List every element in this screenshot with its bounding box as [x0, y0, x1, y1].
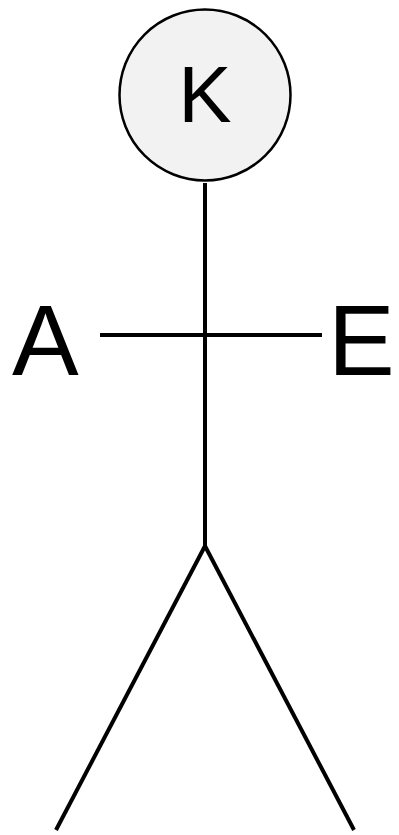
right-leg [205, 546, 354, 830]
head-circle: K [118, 8, 292, 182]
circle-shape [120, 10, 291, 181]
body-line [203, 183, 207, 546]
node-letter: K [178, 55, 231, 135]
arm-label: E [328, 290, 395, 390]
arm-label: A [12, 290, 79, 390]
left-leg [56, 546, 205, 830]
arms-line [100, 333, 322, 337]
